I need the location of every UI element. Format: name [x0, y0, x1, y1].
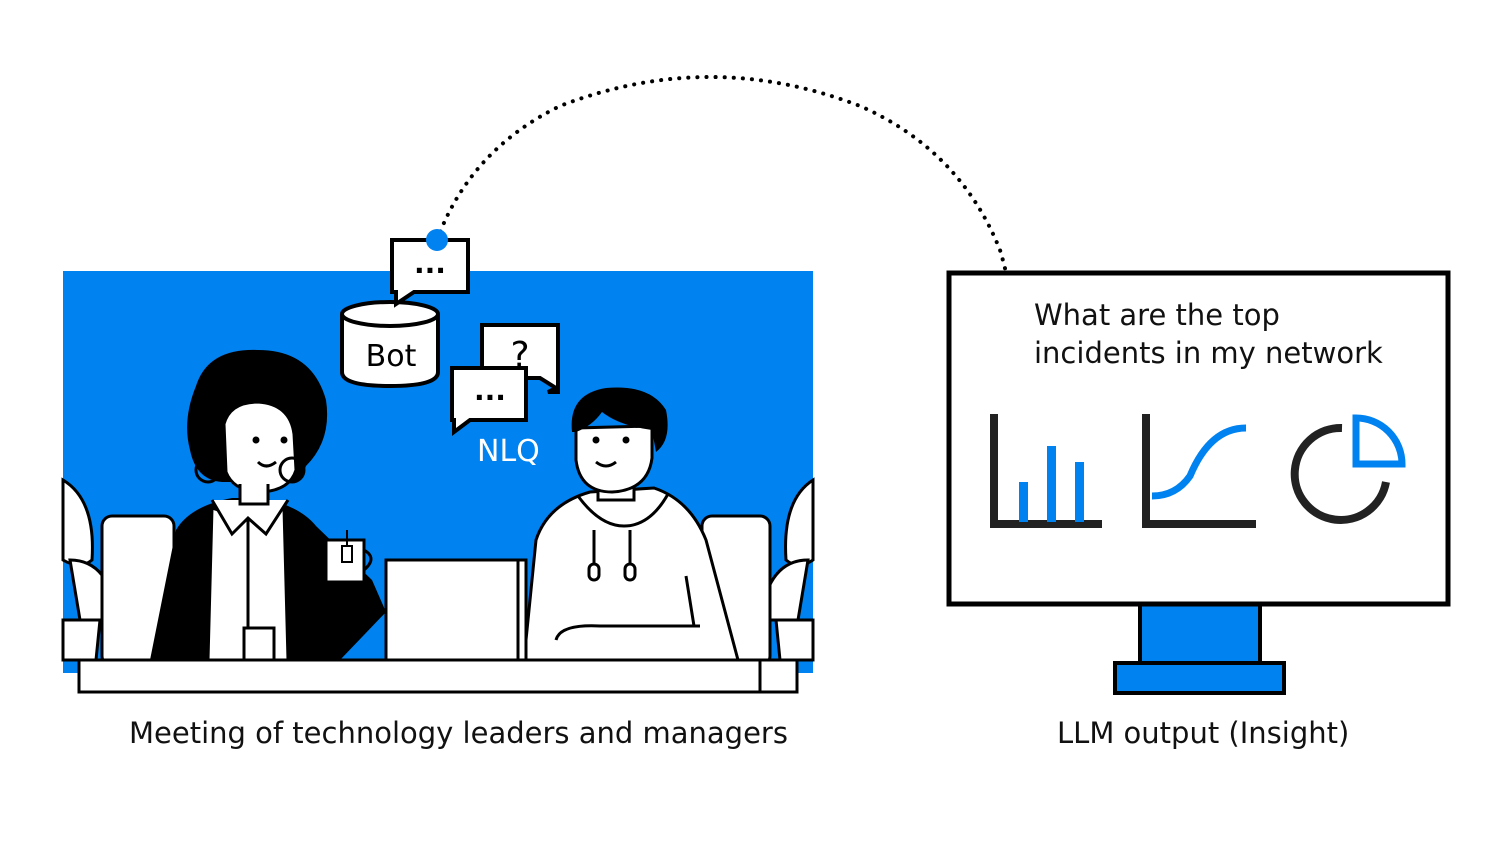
woman-earring-right	[278, 456, 306, 484]
question-line-2: incidents in my network	[1034, 336, 1383, 370]
meeting-illustration: Bot ... ? ... NLQ	[61, 238, 815, 694]
man-sleeve-line	[684, 575, 696, 627]
woman-neck	[238, 484, 270, 506]
dotted-connector	[435, 75, 1017, 334]
man-hood	[576, 493, 670, 528]
man-toggle-right	[623, 562, 637, 582]
monitor-question-text: What are the top incidents in my network	[1034, 296, 1383, 372]
bar-chart-icon	[990, 414, 1102, 528]
right-plant	[758, 477, 815, 662]
nlq-chat-bubble-icon: ...	[450, 366, 528, 436]
coffee-mug-handle	[362, 548, 373, 572]
woman-hand	[242, 626, 276, 662]
woman-earring-left	[194, 456, 222, 484]
desk	[77, 658, 799, 694]
chat-bubble-icon: ...	[390, 238, 470, 308]
man-smile	[595, 460, 617, 468]
woman-eye-left	[252, 436, 260, 444]
man-figure	[522, 387, 740, 662]
man-eye-right	[622, 436, 630, 444]
question-mark: ?	[510, 335, 529, 376]
question-line-1: What are the top	[1034, 298, 1280, 332]
line-chart-icon	[1142, 414, 1256, 528]
caption-meeting: Meeting of technology leaders and manage…	[129, 716, 788, 750]
man-arm	[554, 624, 700, 641]
caption-llm-output: LLM output (Insight)	[1057, 716, 1350, 750]
woman-eye-right	[280, 436, 288, 444]
monitor-base	[1113, 661, 1286, 695]
man-face	[574, 424, 654, 494]
bot-label: Bot	[366, 339, 417, 374]
laptop	[384, 558, 528, 662]
bubble-ellipsis-nlq: ...	[474, 374, 506, 407]
bubble-ellipsis-top: ...	[414, 247, 446, 280]
tea-tag	[341, 545, 353, 563]
monitor-stand	[1138, 602, 1262, 666]
connector-dot-start	[426, 229, 448, 251]
woman-smile	[256, 460, 277, 468]
man-toggle-left	[587, 562, 601, 582]
woman-figure	[150, 349, 386, 662]
man-hair	[571, 387, 668, 452]
bot-database-icon: Bot	[340, 300, 440, 389]
woman-collar	[210, 499, 290, 537]
pie-chart-icon	[1290, 414, 1406, 524]
nlq-label: NLQ	[477, 434, 540, 469]
man-eye-left	[592, 436, 600, 444]
